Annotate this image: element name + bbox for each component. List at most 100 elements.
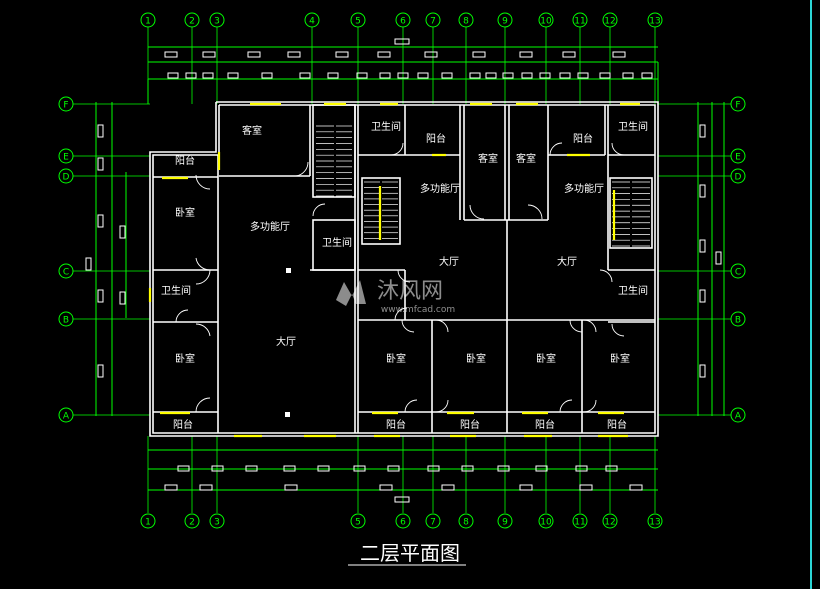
axis-bubble-right: C (730, 263, 746, 279)
axis-bubble-right: D (730, 168, 746, 184)
axis-bubble-bottom: 2 (184, 513, 200, 529)
axis-bubble-top: 1 (140, 12, 156, 28)
axis-bubble-left-label: A (63, 412, 70, 422)
axis-bubble-top: 11 (572, 12, 588, 28)
axis-bubble-right-label: C (735, 268, 741, 278)
room-label: 卫生间 (161, 284, 191, 297)
axis-grid-lines (73, 27, 731, 513)
room-label: 阳台 (426, 132, 446, 145)
axis-bubble-bottom: 13 (647, 513, 663, 529)
axis-bubble-top: 4 (304, 12, 320, 28)
axis-bubble-bottom: 7 (425, 513, 441, 529)
column-marker (286, 268, 291, 273)
stair-treads (316, 125, 650, 247)
frame-edge (810, 0, 820, 589)
room-label: 卧室 (386, 352, 406, 365)
axis-bubble-top: 13 (647, 12, 663, 28)
room-label: 阳台 (573, 132, 593, 145)
room-label: 卫生间 (618, 284, 648, 297)
axis-bubble-top-label: 12 (604, 17, 615, 27)
axis-bubble-left: A (58, 407, 74, 423)
column-marker (285, 412, 290, 417)
axis-bubble-top: 12 (602, 12, 618, 28)
room-label: 阳台 (386, 418, 406, 431)
axis-bubble-top-label: 13 (649, 17, 660, 27)
room-label: 客室 (242, 124, 262, 137)
axis-bubble-left: F (58, 96, 74, 112)
axis-bubble-bottom: 10 (538, 513, 554, 529)
drawing-title: 二层平面图 (360, 541, 460, 565)
axis-bubble-bottom-label: 7 (430, 518, 436, 528)
dimension-marks (85, 38, 722, 503)
axis-bubble-right-label: E (735, 153, 741, 163)
axis-bubble-top: 6 (395, 12, 411, 28)
axis-bubble-top: 2 (184, 12, 200, 28)
axis-bubble-bottom-label: 8 (463, 518, 469, 528)
axis-bubble-top-label: 1 (145, 17, 151, 27)
axis-bubble-right-label: B (735, 316, 741, 326)
axis-bubble-bottom: 12 (602, 513, 618, 529)
room-label: 卫生间 (618, 120, 648, 133)
axis-bubble-top-label: 4 (309, 17, 315, 27)
axis-bubble-bottom: 5 (350, 513, 366, 529)
axis-bubble-bottom-label: 2 (189, 518, 195, 528)
axis-bubble-top-label: 2 (189, 17, 195, 27)
room-label: 阳台 (607, 418, 627, 431)
room-label: 阳台 (173, 418, 193, 431)
axis-bubble-left: E (58, 148, 74, 164)
axis-bubble-left-label: D (63, 173, 70, 183)
axis-bubble-right: F (730, 96, 746, 112)
axis-bubble-bottom-label: 1 (145, 518, 151, 528)
room-label: 客室 (478, 152, 498, 165)
axis-bubble-top-label: 8 (463, 17, 469, 27)
watermark-text: 沐风网 (377, 279, 443, 304)
room-label: 多功能厅 (250, 220, 290, 233)
room-label: 大厅 (557, 255, 577, 268)
room-label: 卧室 (466, 352, 486, 365)
axis-bubble-top-label: 5 (355, 17, 361, 27)
axis-bubble-bottom-label: 13 (649, 518, 660, 528)
axis-bubble-right-label: F (735, 101, 740, 111)
axis-bubble-left: C (58, 263, 74, 279)
room-label: 卫生间 (322, 236, 352, 249)
axis-bubble-bottom-label: 12 (604, 518, 615, 528)
axis-bubble-bottom: 11 (572, 513, 588, 529)
room-label: 卧室 (536, 352, 556, 365)
room-label: 阳台 (175, 154, 195, 167)
axis-bubble-top-label: 6 (400, 17, 406, 27)
watermark-url: www.mfcad.com (381, 305, 455, 315)
axis-bubble-top: 10 (538, 12, 554, 28)
room-label: 卧室 (610, 352, 630, 365)
axis-bubble-top-label: 10 (540, 17, 552, 27)
axis-bubble-top-label: 11 (574, 17, 585, 27)
axis-bubble-top-label: 7 (430, 17, 436, 27)
axis-bubble-bottom: 9 (497, 513, 513, 529)
room-label: 卧室 (175, 352, 195, 365)
axis-bubble-left: D (58, 168, 74, 184)
room-label: 大厅 (439, 255, 459, 268)
axis-bubble-right-label: D (735, 173, 742, 183)
axis-bubble-left-label: B (63, 316, 69, 326)
axis-bubble-bottom: 1 (140, 513, 156, 529)
room-label: 多功能厅 (564, 182, 604, 195)
axis-bubble-top: 5 (350, 12, 366, 28)
axis-bubble-left-label: E (63, 153, 69, 163)
watermark-logo-icon (336, 280, 366, 306)
axis-bubble-right: B (730, 311, 746, 327)
axis-bubble-top: 9 (497, 12, 513, 28)
axis-bubble-bottom: 6 (395, 513, 411, 529)
room-labels: 客室阳台卧室多功能厅卫生间卫生间卧室大厅阳台卫生间阳台多功能厅客室客室大厅卧室阳… (161, 120, 648, 431)
room-label: 卫生间 (371, 120, 401, 133)
axis-bubble-bottom-label: 3 (214, 518, 220, 528)
axis-bubble-bottom-label: 10 (540, 518, 552, 528)
watermark: 沐风网 www.mfcad.com (336, 279, 455, 315)
axis-bubble-bottom-label: 11 (574, 518, 585, 528)
axis-bubble-bottom-label: 9 (502, 518, 508, 528)
window-marks (148, 102, 640, 438)
building-walls (149, 101, 659, 437)
axis-bubble-left-label: F (63, 101, 68, 111)
axis-bubble-left-label: C (63, 268, 69, 278)
axis-bubble-top-label: 3 (214, 17, 220, 27)
room-label: 客室 (516, 152, 536, 165)
